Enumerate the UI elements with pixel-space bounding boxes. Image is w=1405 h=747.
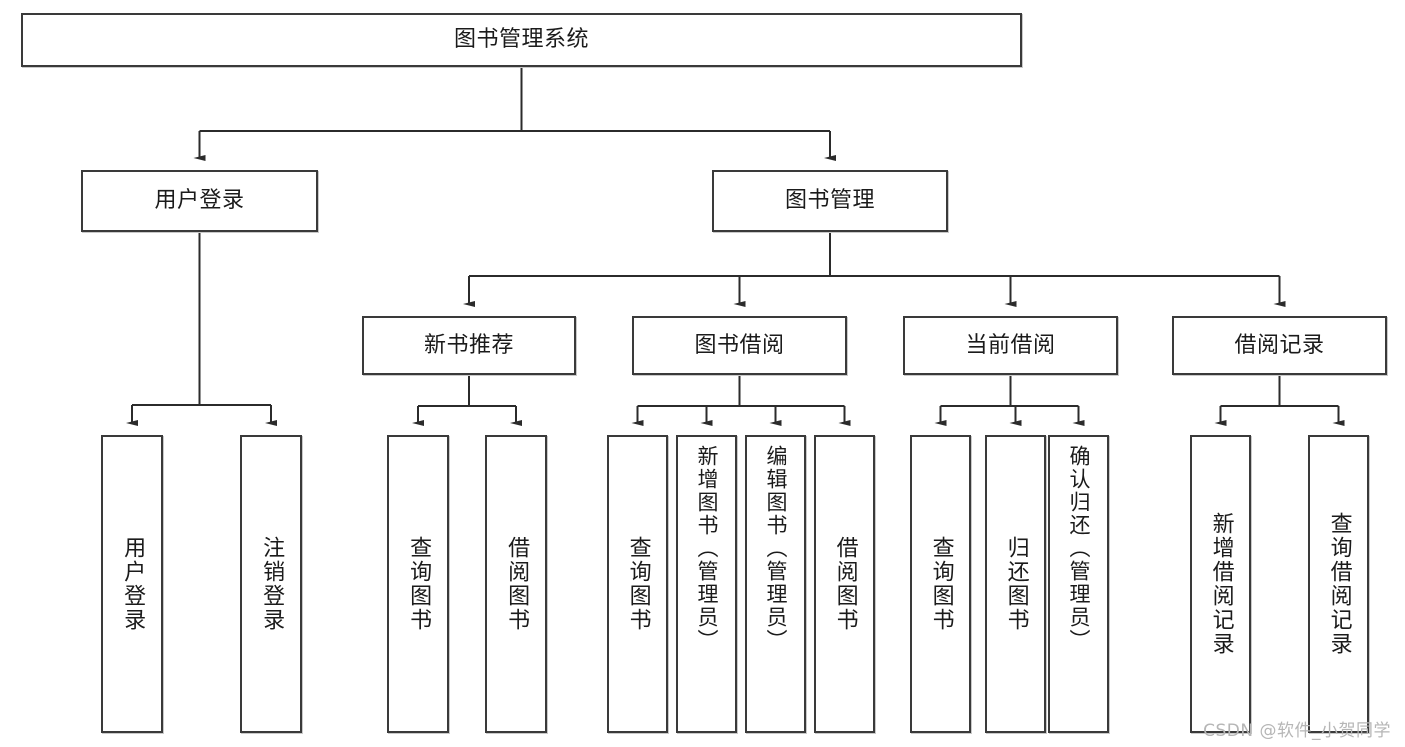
node-user-login[interactable]: 用户登录 [81, 170, 318, 232]
node-root-label: 图书管理系统 [453, 27, 589, 53]
node-leaf-user-login[interactable]: 用户登录 [101, 435, 163, 733]
node-book-manage-label: 图书管理 [784, 188, 875, 214]
node-leaf-logout[interactable]: 注销登录 [240, 435, 302, 733]
node-leaf-borrow-book-1[interactable]: 借阅图书 [485, 435, 547, 733]
node-leaf-return-book[interactable]: 归还图书 [985, 435, 1046, 733]
node-current-borrow[interactable]: 当前借阅 [903, 316, 1118, 375]
node-leaf-borrow-book-2[interactable]: 借阅图书 [814, 435, 875, 733]
node-leaf-query-book-3[interactable]: 查询图书 [910, 435, 971, 733]
node-borrow-record[interactable]: 借阅记录 [1172, 316, 1387, 375]
node-book-borrow[interactable]: 图书借阅 [632, 316, 847, 375]
node-root[interactable]: 图书管理系统 [21, 13, 1022, 67]
node-leaf-query-book-1-label: 查询图书 [406, 536, 432, 632]
node-borrow-record-label: 借阅记录 [1234, 332, 1325, 358]
node-new-book-recommend-label: 新书推荐 [423, 332, 514, 358]
node-leaf-user-login-label: 用户登录 [120, 536, 146, 632]
node-leaf-confirm-return-label: 确认归还（管理员） [1066, 445, 1091, 652]
node-leaf-query-book-2-label: 查询图书 [625, 536, 651, 632]
node-leaf-query-book-1[interactable]: 查询图书 [387, 435, 449, 733]
node-leaf-query-book-3-label: 查询图书 [928, 536, 954, 632]
node-leaf-query-book-2[interactable]: 查询图书 [607, 435, 668, 733]
node-book-borrow-label: 图书借阅 [694, 332, 785, 358]
node-book-manage[interactable]: 图书管理 [712, 170, 948, 232]
node-leaf-add-borrow-record-label: 新增借阅记录 [1208, 512, 1234, 656]
node-leaf-return-book-label: 归还图书 [1003, 536, 1029, 632]
node-leaf-edit-book[interactable]: 编辑图书（管理员） [745, 435, 806, 733]
node-new-book-recommend[interactable]: 新书推荐 [362, 316, 576, 375]
node-leaf-add-book-label: 新增图书（管理员） [694, 445, 719, 652]
node-leaf-query-borrow-record[interactable]: 查询借阅记录 [1308, 435, 1369, 733]
node-user-login-label: 用户登录 [154, 188, 245, 214]
node-leaf-add-borrow-record[interactable]: 新增借阅记录 [1190, 435, 1251, 733]
node-leaf-borrow-book-2-label: 借阅图书 [832, 536, 858, 632]
watermark-text: CSDN @软件_小贺同学 [1203, 721, 1391, 741]
node-leaf-confirm-return[interactable]: 确认归还（管理员） [1048, 435, 1109, 733]
node-leaf-logout-label: 注销登录 [259, 536, 285, 632]
node-leaf-add-book[interactable]: 新增图书（管理员） [676, 435, 737, 733]
node-leaf-query-borrow-record-label: 查询借阅记录 [1326, 512, 1352, 656]
node-leaf-borrow-book-1-label: 借阅图书 [504, 536, 530, 632]
node-current-borrow-label: 当前借阅 [965, 332, 1056, 358]
node-leaf-edit-book-label: 编辑图书（管理员） [763, 445, 788, 652]
